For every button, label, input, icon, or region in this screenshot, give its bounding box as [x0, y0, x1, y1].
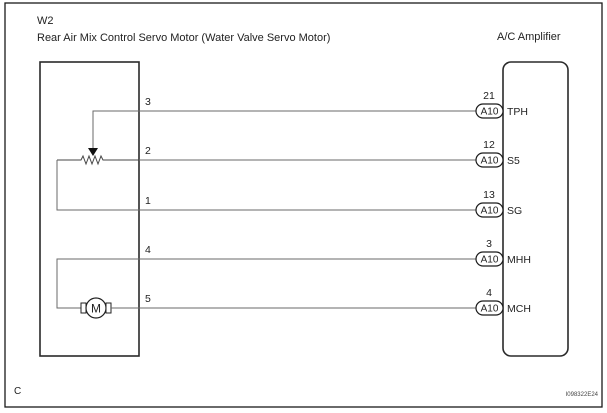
- signal-name: MHH: [507, 254, 531, 266]
- connector-oval: [475, 103, 504, 119]
- component-name: Rear Air Mix Control Servo Motor (Water …: [37, 32, 330, 44]
- connector-oval: [475, 202, 504, 218]
- wiper-arrow-icon: [88, 148, 98, 156]
- amplifier-pin-number: 21: [483, 90, 495, 102]
- footer-label: C: [14, 386, 21, 397]
- servo-pin-number: 2: [145, 145, 151, 157]
- connector-label: A10: [481, 255, 499, 266]
- servo-pin-number: 5: [145, 293, 151, 305]
- connector-label: A10: [481, 156, 499, 167]
- amplifier-pin-number: 4: [486, 287, 492, 299]
- signal-name: MCH: [507, 303, 531, 315]
- figure-code: I098322E24: [566, 392, 599, 398]
- motor-symbol: M: [56, 258, 139, 319]
- motor-label: M: [91, 302, 101, 316]
- amplifier-pin-number: 12: [483, 139, 495, 151]
- connector-label: A10: [481, 206, 499, 217]
- amplifier-pin-number: 13: [483, 189, 495, 201]
- amplifier-name: A/C Amplifier: [497, 31, 561, 43]
- servo-motor-box: [39, 61, 140, 357]
- outer-frame: [4, 2, 603, 408]
- connector-label: A10: [481, 304, 499, 315]
- connector-label: A10: [481, 107, 499, 118]
- connector-oval: [475, 152, 504, 168]
- servo-pin-number: 1: [145, 195, 151, 207]
- connector-oval: [475, 251, 504, 267]
- servo-pin-number: 4: [145, 244, 151, 256]
- signal-name: SG: [507, 205, 522, 217]
- connector-oval: [475, 300, 504, 316]
- component-id: W2: [37, 15, 54, 27]
- signal-name: S5: [507, 155, 520, 167]
- signal-name: TPH: [507, 106, 528, 118]
- servo-pin-number: 3: [145, 96, 151, 108]
- potentiometer-symbol: [56, 110, 139, 211]
- amplifier-pin-number: 3: [486, 238, 492, 250]
